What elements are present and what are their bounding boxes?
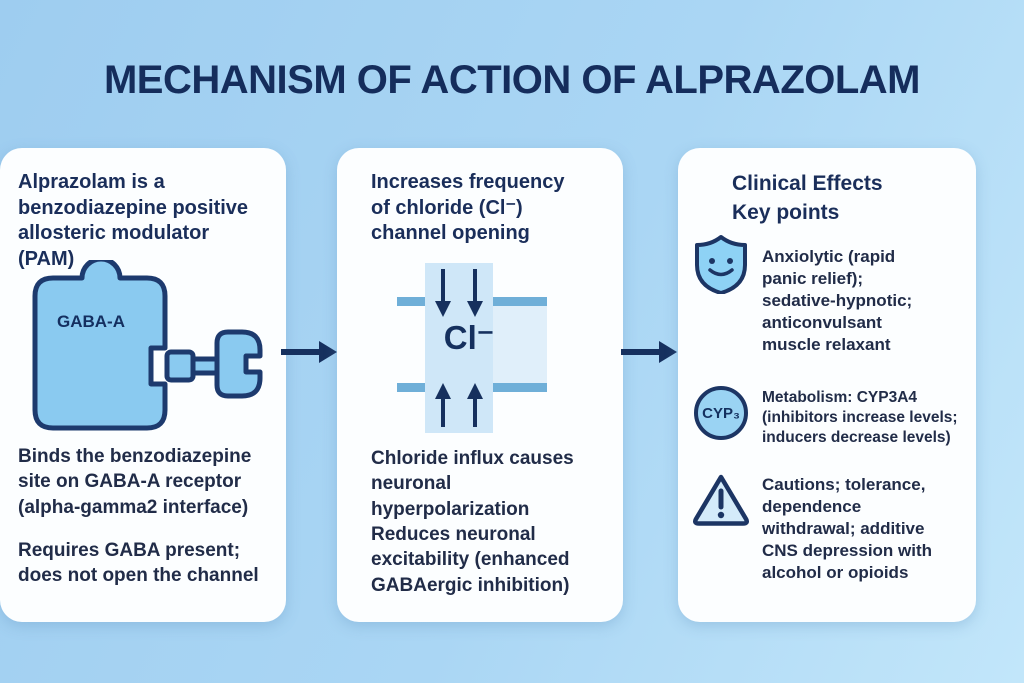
panel-right-heading: Clinical Effects Key points — [732, 170, 883, 228]
key-bit — [164, 349, 196, 383]
panel-left-body-binding: Binds the benzodiazepine site on GABA-A … — [18, 446, 252, 518]
panel-middle-heading: Increases frequency of chloride (Cl⁻) ch… — [371, 171, 565, 245]
effect-item-anxiolytic: Anxiolytic (rapid panic relief); sedativ… — [692, 234, 970, 356]
channel-column — [425, 263, 493, 433]
arrow-right-icon — [281, 341, 337, 363]
panel-clinical-effects: Clinical Effects Key points Anxiolytic (… — [678, 148, 976, 622]
gaba-receptor-illustration: GABA-A — [16, 260, 266, 438]
key-head — [214, 329, 263, 399]
panel-left-heading: Alprazolam is a benzodiazepine positive … — [18, 171, 249, 270]
receptor-shape — [32, 260, 168, 431]
gaba-a-label: GABA-A — [57, 312, 125, 331]
chloride-channel-icon — [397, 263, 547, 433]
effect-item-metabolism: CYP₃ Metabolism: CYP3A4 (inhibitors incr… — [692, 386, 970, 448]
panel-chloride-channel: Increases frequency of chloride (Cl⁻) ch… — [337, 148, 623, 622]
page-title: MECHANISM OF ACTION OF ALPRAZOLAM — [103, 58, 921, 102]
metabolism-text: Metabolism: CYP3A4 (inhibitors increase … — [762, 389, 958, 447]
key-points-subtitle: Key points — [732, 200, 840, 224]
arrow-right-icon — [621, 341, 677, 363]
arrows-up-icon — [435, 383, 483, 427]
effect-item-cautions: Cautions; tolerance, dependence withdraw… — [692, 472, 970, 584]
panel-left-body-gaba: Requires GABA present; does not open the… — [18, 540, 259, 587]
chloride-ion-label: Cl⁻ — [443, 319, 495, 356]
influx-arrows-down-icon — [435, 269, 483, 317]
clinical-effects-title: Clinical Effects — [732, 172, 883, 195]
cyp3-badge-label: CYP₃ — [702, 404, 740, 422]
chloride-channel-illustration: Cl⁻ — [357, 263, 603, 433]
cautions-text: Cautions; tolerance, dependence withdraw… — [762, 475, 933, 583]
panel-middle-body-influx: Chloride influx causes neuronal hyperpol… — [371, 448, 574, 520]
membrane-gap — [493, 306, 547, 383]
shield-smile-icon — [692, 234, 750, 294]
anxiolytic-text: Anxiolytic (rapid panic relief); sedativ… — [762, 247, 913, 355]
gaba-receptor-icon — [32, 260, 263, 431]
panel-mechanism: Alprazolam is a benzodiazepine positive … — [0, 148, 286, 622]
panel-middle-body-excitability: Reduces neuronal excitability (enhanced … — [371, 524, 570, 596]
warning-triangle-icon — [692, 472, 750, 526]
cyp3-badge-icon: CYP₃ — [692, 386, 750, 440]
